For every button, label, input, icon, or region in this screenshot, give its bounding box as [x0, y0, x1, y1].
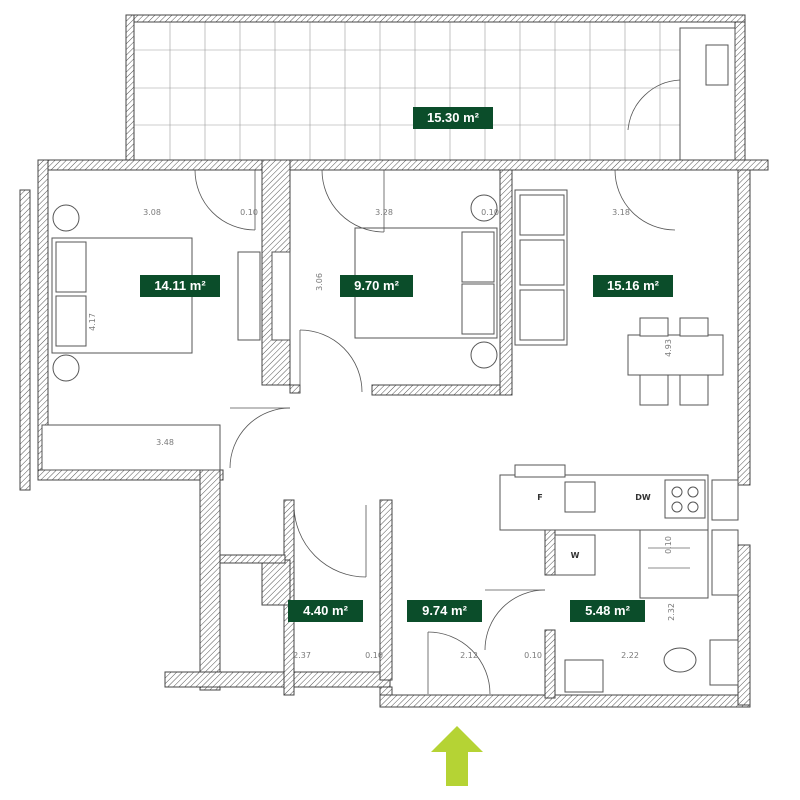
washer-label: W	[571, 551, 580, 560]
dim-label: 0.10	[664, 536, 673, 554]
dim-label: 2.37	[293, 651, 311, 660]
balcony-deck-grid	[133, 15, 680, 160]
svg-text:15.30 m²: 15.30 m²	[427, 110, 480, 125]
bedroom-furniture	[41, 204, 291, 471]
dim-label: 0.10	[524, 651, 542, 660]
bathroom-fixtures: W	[554, 529, 739, 693]
svg-text:5.48 m²: 5.48 m²	[585, 603, 630, 618]
fridge-label: F	[537, 493, 542, 502]
area-label-wardrobe: 4.40 m²	[288, 600, 363, 622]
dim-label: 0.10	[365, 651, 383, 660]
dim-label: 3.28	[375, 208, 393, 217]
room2-furniture	[354, 194, 498, 369]
balcony	[125, 14, 746, 161]
kitchen: F DW	[499, 464, 739, 531]
svg-text:4.40 m²: 4.40 m²	[303, 603, 348, 618]
area-label-room-2: 9.70 m²	[340, 275, 413, 297]
svg-text:9.70 m²: 9.70 m²	[354, 278, 399, 293]
exterior-walls	[19, 159, 769, 708]
dim-label: 4.17	[88, 313, 97, 331]
svg-text:9.74 m²: 9.74 m²	[422, 603, 467, 618]
dishwasher-label: DW	[635, 493, 651, 502]
dim-label: 3.18	[612, 208, 630, 217]
svg-text:14.11 m²: 14.11 m²	[154, 278, 206, 293]
dimension-labels: 3.08 0.10 3.28 0.10 3.18 4.17 3.06 4.93 …	[88, 208, 676, 660]
svg-text:15.16 m²: 15.16 m²	[607, 278, 660, 293]
dim-label: 0.10	[481, 208, 499, 217]
dim-label: 2.12	[460, 651, 478, 660]
doors	[194, 169, 676, 695]
dim-label: 0.10	[240, 208, 258, 217]
dim-label: 2.22	[621, 651, 639, 660]
entrance-arrow-icon	[431, 726, 483, 786]
dim-label: 3.08	[143, 208, 161, 217]
area-label-living-kitchen: 15.16 m²	[593, 275, 673, 297]
area-label-bathroom: 5.48 m²	[570, 600, 645, 622]
dim-label: 3.06	[315, 273, 324, 291]
dim-label: 4.93	[664, 339, 673, 357]
dim-label: 3.48	[156, 438, 174, 447]
dim-label: 2.32	[667, 603, 676, 621]
living-furniture	[514, 189, 724, 406]
area-label-bedroom: 14.11 m²	[140, 275, 220, 297]
area-label-balcony: 15.30 m²	[413, 107, 493, 129]
area-label-hall: 9.74 m²	[407, 600, 482, 622]
